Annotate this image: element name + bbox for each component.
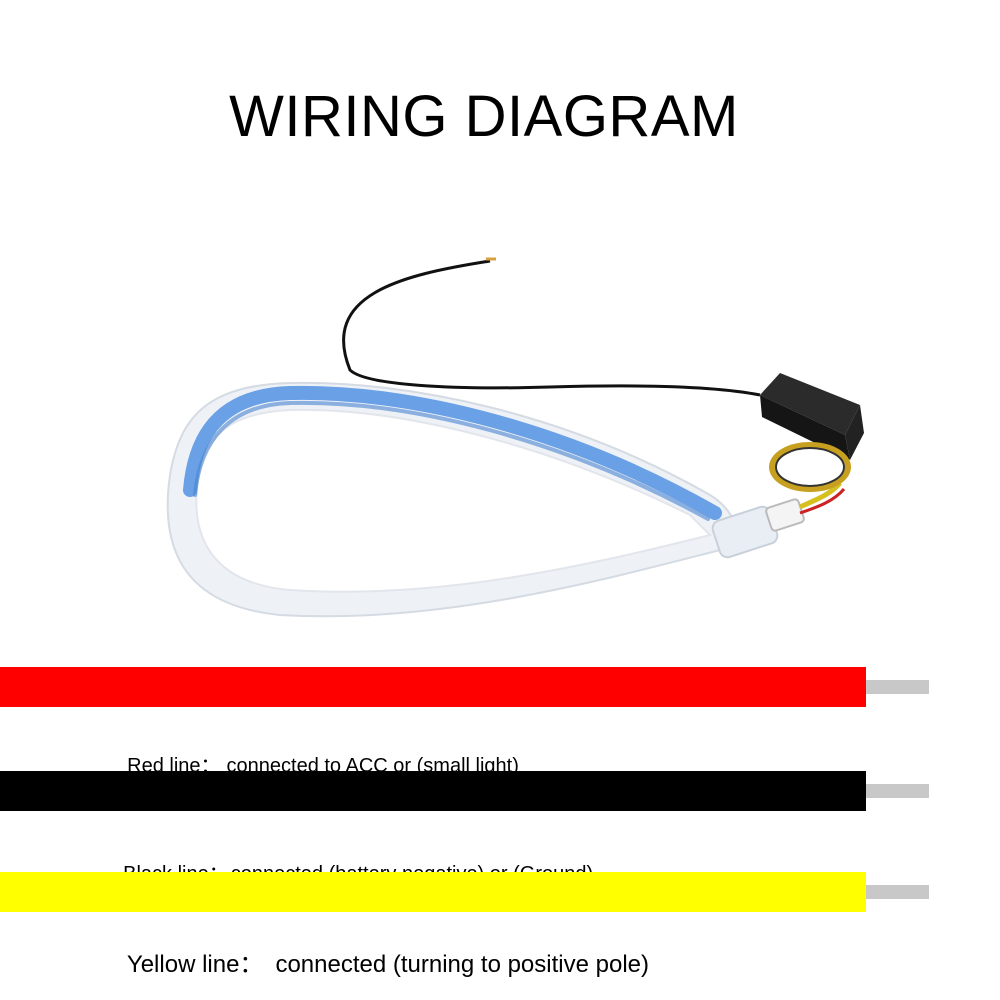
blue-led-band-shadow [193, 400, 710, 521]
yellow-line-caption: Yellow line： connected (turning to positi… [114, 929, 649, 977]
coiled-cable-ring [769, 442, 851, 492]
yellow-wire-tip [866, 885, 929, 899]
red-wire-body [0, 667, 866, 707]
red-line-caption: Red line：connected to ACC or (small ligh… [116, 736, 519, 776]
control-box [760, 373, 864, 460]
black-lead-wire [342, 259, 761, 397]
blue-led-band [183, 385, 722, 520]
strip-connector [765, 498, 805, 532]
colored-lead-wires [798, 481, 842, 510]
page-title: WIRING DIAGRAM [229, 84, 739, 149]
red-wire-tip [866, 680, 929, 694]
yellow-line-description: connected (turning to positive pole) [275, 951, 649, 978]
yellow-wire-body [0, 872, 866, 912]
black-wire-body [0, 771, 866, 811]
yellow-wire [0, 872, 930, 912]
led-strip-product-image [166, 257, 864, 618]
black-wire-tip [866, 784, 929, 798]
black-wire [0, 771, 930, 811]
yellow-line-label: Yellow line： [126, 951, 264, 978]
red-wire [0, 667, 930, 707]
